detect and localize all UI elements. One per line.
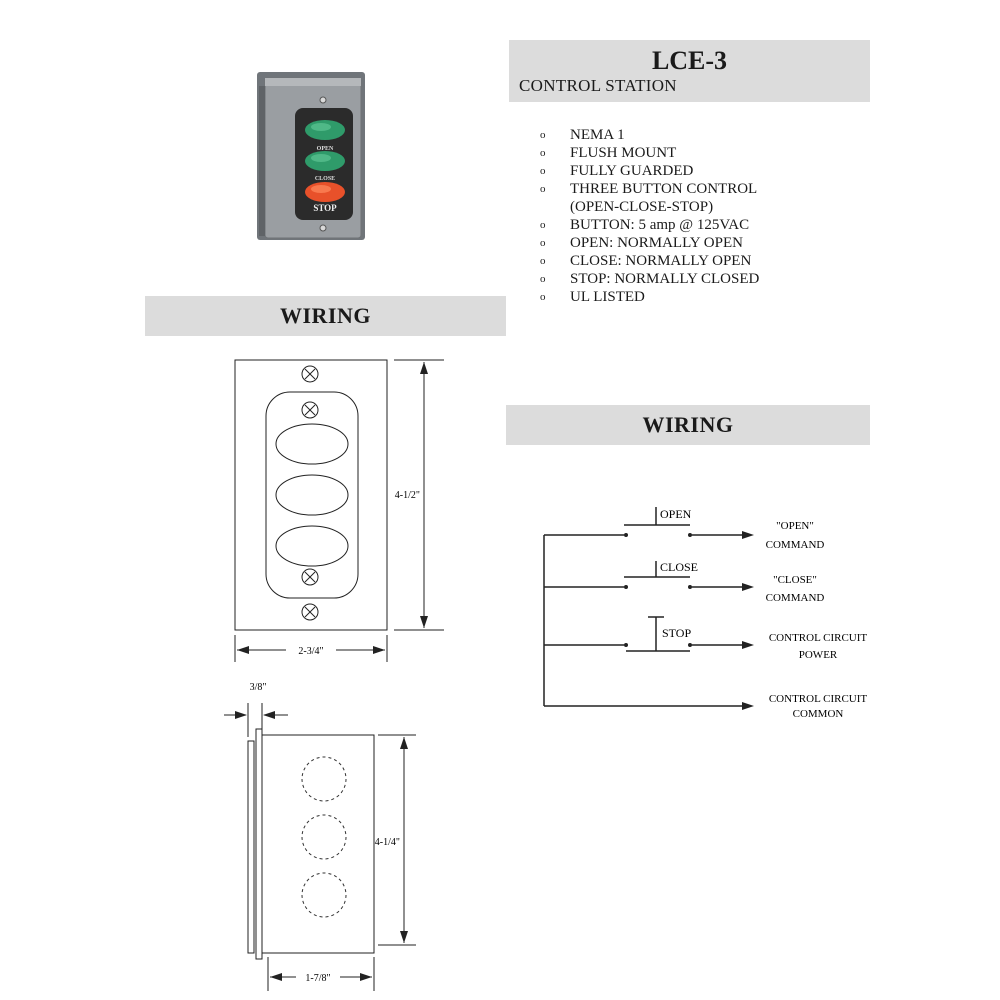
photo-label-open: OPEN	[317, 146, 334, 152]
screw-icon	[301, 401, 319, 419]
product-photo: OPEN CLOSE STOP	[257, 72, 365, 240]
title-band: LCE-3 CONTROL STATION	[509, 40, 870, 102]
button-hidden-outline	[301, 756, 347, 802]
wiring-band-right: WIRING	[506, 405, 870, 445]
front-plate-outline	[234, 359, 388, 631]
bullet-icon: o	[540, 219, 546, 231]
output-open-line2: COMMAND	[766, 539, 825, 551]
button-hidden-outline	[301, 872, 347, 918]
model-title: LCE-3	[651, 46, 728, 75]
front-view-drawing: 4-1/2" 2-3/4"	[234, 359, 444, 662]
bullet-icon: o	[540, 255, 546, 267]
dim-flange-depth: 3/8"	[250, 682, 267, 693]
side-flange-2	[255, 728, 263, 960]
wiring-heading-left: WIRING	[279, 303, 371, 328]
screw-icon	[319, 224, 327, 232]
photo-label-close: CLOSE	[315, 176, 335, 182]
bullet-icon: o	[540, 165, 546, 177]
side-box-outline	[261, 734, 375, 954]
bullet-icon: o	[540, 237, 546, 249]
button-outline	[275, 423, 349, 465]
wiring-heading-right: WIRING	[642, 412, 734, 437]
side-flange	[247, 740, 255, 954]
bullet-icon: o	[540, 147, 546, 159]
switch-label-close: CLOSE	[660, 560, 698, 574]
dim-height-side: 4-1/4"	[375, 837, 400, 848]
dim-depth-side: 1-7/8"	[305, 973, 330, 984]
output-open-line1: "OPEN"	[776, 520, 814, 532]
bullet-icon: o	[540, 183, 546, 195]
screw-icon	[301, 603, 319, 621]
product-subtitle: CONTROL STATION	[519, 76, 677, 95]
output-common-line2: COMMON	[793, 708, 844, 720]
feature-item-continued: (OPEN-CLOSE-STOP)	[570, 199, 714, 215]
dim-width-front: 2-3/4"	[298, 646, 323, 657]
output-close-line1: "CLOSE"	[773, 574, 817, 586]
screw-icon	[301, 568, 319, 586]
screw-icon	[319, 96, 327, 104]
side-view-drawing: 3/8" 4-1/4" 1-7/8"	[224, 682, 416, 991]
bullet-icon: o	[540, 129, 546, 141]
output-power-line2: POWER	[799, 649, 838, 661]
button-hidden-outline	[301, 814, 347, 860]
photo-label-stop: STOP	[313, 203, 337, 213]
output-close-line2: COMMAND	[766, 592, 825, 604]
button-outline	[275, 525, 349, 567]
output-common-line1: CONTROL CIRCUIT	[769, 693, 868, 705]
wiring-band-left: WIRING	[145, 296, 506, 336]
wiring-schematic: OPEN "OPEN" COMMAND CLOSE "CLOSE" COMMAN…	[543, 507, 868, 720]
switch-label-stop: STOP	[662, 626, 691, 640]
front-opening-outline	[265, 391, 359, 599]
screw-icon	[301, 365, 319, 383]
dim-height-front: 4-1/2"	[395, 490, 420, 501]
output-power-line1: CONTROL CIRCUIT	[769, 632, 868, 644]
button-outline	[275, 474, 349, 516]
bullet-icon: o	[540, 291, 546, 303]
bullet-icon: o	[540, 273, 546, 285]
switch-label-open: OPEN	[660, 507, 692, 521]
